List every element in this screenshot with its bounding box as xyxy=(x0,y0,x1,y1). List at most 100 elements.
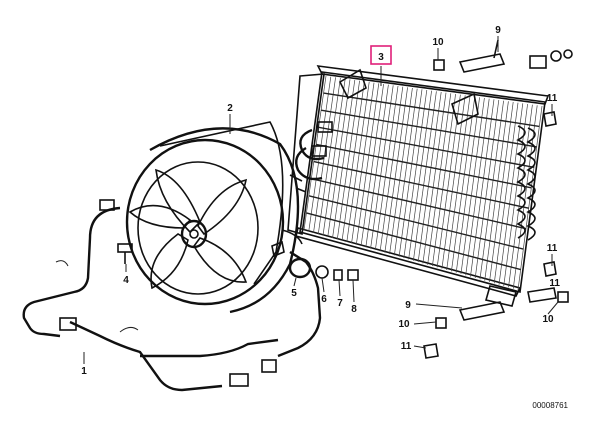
part-label-2: 2 xyxy=(227,103,233,114)
fin-line xyxy=(327,79,351,237)
condenser-inlet-fittings xyxy=(289,121,333,193)
fin-line xyxy=(341,81,365,241)
part-label-11-bottom: 11 xyxy=(401,341,412,352)
condenser xyxy=(287,65,550,307)
bolt xyxy=(435,317,447,329)
fin-line xyxy=(351,82,375,244)
fin-line xyxy=(503,103,528,287)
clip xyxy=(423,343,439,359)
fin-line xyxy=(413,91,437,261)
bracket xyxy=(527,287,557,303)
tube-line xyxy=(320,109,537,148)
fin-line xyxy=(336,80,360,240)
part-label-10-bottom-right: 10 xyxy=(542,314,554,325)
fin-line xyxy=(432,93,456,267)
fin-line xyxy=(308,76,332,232)
fin-line xyxy=(360,83,384,247)
part-label-6: 6 xyxy=(321,294,327,305)
fin-line xyxy=(498,103,524,285)
fin-line xyxy=(489,101,514,283)
tube-line xyxy=(313,160,529,209)
fin-line xyxy=(403,89,428,259)
tube-line xyxy=(306,212,521,271)
part-label-11-middle: 11 xyxy=(547,243,558,254)
connector xyxy=(59,317,77,331)
fin-line xyxy=(365,84,389,248)
clip xyxy=(543,261,557,277)
fin-line xyxy=(508,104,533,288)
bottom-bracket xyxy=(458,301,506,321)
tube-line xyxy=(323,92,540,128)
fin-line xyxy=(313,77,336,233)
fin-line xyxy=(417,91,442,263)
part-label-4: 4 xyxy=(123,275,129,286)
fin-line xyxy=(379,86,404,252)
fan-blades xyxy=(128,168,248,290)
part-3-highlight-box xyxy=(370,45,392,65)
spacer xyxy=(333,269,343,281)
washer xyxy=(315,265,329,279)
bolt xyxy=(557,291,569,303)
fin-line xyxy=(408,90,432,260)
part-label-10-bottom-left: 10 xyxy=(398,319,410,330)
fin-line xyxy=(427,93,452,265)
tube-line xyxy=(308,195,524,250)
tube-line xyxy=(318,126,535,169)
part-label-3: 3 xyxy=(378,52,384,63)
part-label-5: 5 xyxy=(291,288,297,299)
fin-line xyxy=(332,79,356,239)
fin-line xyxy=(470,99,495,277)
top-bracket xyxy=(458,39,506,73)
part-label-9-top: 9 xyxy=(495,25,501,36)
fin-line xyxy=(455,97,480,273)
fin-line xyxy=(355,83,380,245)
fin-line xyxy=(493,102,519,284)
fin-line xyxy=(446,95,471,271)
tube-line xyxy=(316,143,532,189)
fin-line xyxy=(479,100,504,280)
fin-line xyxy=(460,97,485,275)
tube-line xyxy=(311,177,527,230)
part-label-8: 8 xyxy=(351,304,357,315)
leader-lines xyxy=(83,36,559,364)
clip xyxy=(543,111,557,127)
fin-line xyxy=(346,81,370,243)
fin-line xyxy=(398,89,423,257)
fan-assembly xyxy=(125,121,303,314)
fin-line xyxy=(465,98,490,276)
condenser-return-bends xyxy=(516,125,536,241)
wiring-harness xyxy=(22,199,322,392)
bolt xyxy=(117,243,133,264)
fin-line xyxy=(370,85,394,249)
fin-line xyxy=(512,105,538,289)
part-label-7: 7 xyxy=(337,298,343,309)
fin-line xyxy=(436,94,461,268)
fin-line xyxy=(484,101,509,281)
nut xyxy=(347,269,359,281)
part-label-11-lower-right: 11 xyxy=(549,278,560,289)
rubber-mount xyxy=(288,257,312,279)
top-mount-hardware xyxy=(529,49,573,69)
bolt xyxy=(433,59,445,71)
fin-line xyxy=(394,88,418,256)
condenser-fins xyxy=(303,75,543,291)
fin-line xyxy=(303,75,327,231)
fin-line xyxy=(441,95,466,269)
connector xyxy=(229,373,249,387)
fin-line xyxy=(517,105,543,291)
diagram-number: 00008761 xyxy=(532,401,568,410)
part-label-1: 1 xyxy=(81,366,87,377)
fin-line xyxy=(389,87,413,255)
part-label-11-top: 11 xyxy=(547,93,558,104)
fin-line xyxy=(451,96,476,272)
part-label-10-top: 10 xyxy=(432,37,444,48)
fin-line xyxy=(384,87,408,253)
condenser-tubes xyxy=(306,92,540,271)
part-labels: 1 2 3 4 5 6 7 8 9 9 10 10 10 11 11 11 11… xyxy=(81,25,568,410)
fin-line xyxy=(374,85,399,251)
part-label-9-bottom: 9 xyxy=(405,300,411,311)
fin-line xyxy=(422,92,447,264)
connector xyxy=(261,359,277,373)
fin-line xyxy=(322,78,346,236)
